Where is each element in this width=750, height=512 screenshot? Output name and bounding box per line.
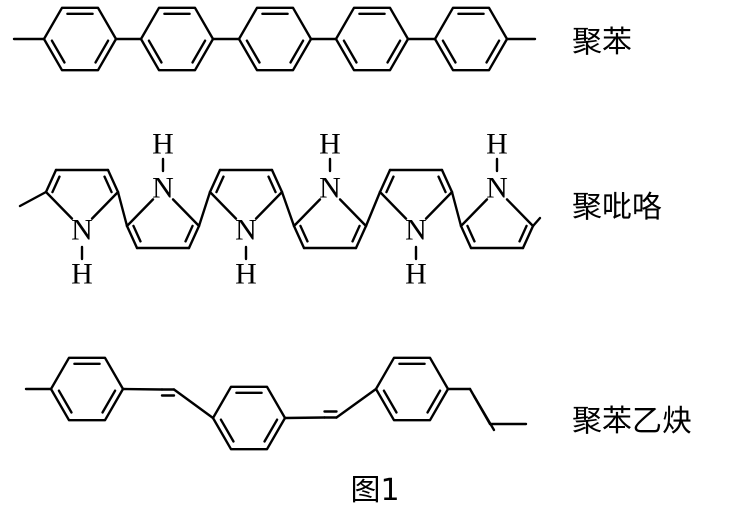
double-bond (466, 224, 476, 243)
ring-bond (44, 168, 58, 194)
double-bond (184, 224, 194, 243)
benzene-ring (374, 356, 450, 422)
double-bond (518, 224, 528, 243)
ring-link-bond (364, 190, 382, 228)
vinyl-bond (283, 416, 326, 420)
double-bond (342, 39, 358, 64)
double-bond (245, 39, 261, 64)
polyphenylenevinylene-label: 聚苯乙炔 (572, 404, 692, 439)
nitrogen-atom: N (235, 214, 257, 247)
polypyrrole-label: 聚吡咯 (572, 190, 662, 225)
hydrogen-atom: H (71, 258, 93, 291)
polyphenylene-structure (12, 6, 537, 72)
double-bond (147, 39, 163, 64)
benzene-ring (237, 6, 313, 72)
ring-bond (521, 224, 535, 250)
ring-bond (338, 198, 368, 228)
vinyl-bond (335, 387, 378, 419)
ring-bond (505, 198, 535, 228)
figure-caption: 图1 (350, 473, 399, 508)
ring-bond (292, 224, 306, 250)
double-bond (386, 39, 402, 64)
ring-link-bond (450, 190, 463, 228)
nitrogen-atom: N (405, 214, 427, 247)
ring-bond (424, 190, 454, 220)
double-bond (103, 175, 113, 194)
benzene-ring (42, 6, 118, 72)
double-bond (289, 39, 305, 64)
benzene-ring (334, 6, 410, 72)
hydrogen-atom: H (152, 128, 174, 161)
ring-bond (292, 198, 322, 228)
benzene-ring (433, 6, 509, 72)
double-bond (299, 224, 309, 243)
double-bond (57, 389, 73, 414)
ring-bond (125, 224, 139, 250)
double-bond (219, 418, 235, 443)
ring-bond (354, 224, 368, 250)
double-bond (191, 39, 207, 64)
ring-bond (171, 198, 201, 228)
nitrogen-atom: N (71, 214, 93, 247)
double-bond (437, 175, 447, 194)
hydrogen-atom: H (405, 258, 427, 291)
nitrogen-atom: N (319, 172, 341, 205)
double-bond (132, 224, 142, 243)
nitrogen-atom: N (152, 172, 174, 205)
benzene-ring (211, 385, 287, 451)
benzene-ring (139, 6, 215, 72)
ring-bond (254, 190, 284, 220)
double-bond (101, 389, 117, 414)
ring-bond (208, 168, 222, 194)
vinyl-bond (121, 387, 164, 391)
ring-bond (378, 168, 392, 194)
double-bond (94, 39, 110, 64)
ring-link-bond (197, 190, 212, 228)
double-bond (263, 418, 279, 443)
double-bond (382, 389, 398, 414)
double-bond (485, 39, 501, 64)
polyphenylenevinylene-structure (24, 356, 528, 451)
double-bond (267, 175, 277, 194)
nitrogen-atom: N (486, 172, 508, 205)
ring-bond (44, 190, 74, 220)
ring-bond (440, 168, 454, 194)
ring-link-bond (280, 190, 296, 228)
benzene-ring (49, 356, 125, 422)
vinyl-bond (172, 388, 215, 420)
double-bond (215, 175, 225, 194)
ring-bond (459, 198, 489, 228)
ring-bond (90, 190, 120, 220)
ring-bond (187, 224, 201, 250)
hydrogen-atom: H (486, 128, 508, 161)
double-bond (51, 175, 61, 194)
polyphenylene-label: 聚苯 (572, 25, 632, 60)
double-bond (351, 224, 361, 243)
double-bond (441, 39, 457, 64)
chain-end-bond (18, 190, 48, 208)
hydrogen-atom: H (235, 258, 257, 291)
ring-bond (125, 198, 155, 228)
double-bond (50, 39, 66, 64)
ring-link-bond (116, 190, 129, 228)
double-bond (426, 389, 442, 414)
ring-bond (270, 168, 284, 194)
ring-bond (459, 224, 473, 250)
chain-end-bond (531, 216, 542, 228)
hydrogen-atom: H (319, 128, 341, 161)
ring-bond (208, 190, 238, 220)
ring-bond (378, 190, 408, 220)
double-bond (385, 175, 395, 194)
ring-bond (106, 168, 120, 194)
